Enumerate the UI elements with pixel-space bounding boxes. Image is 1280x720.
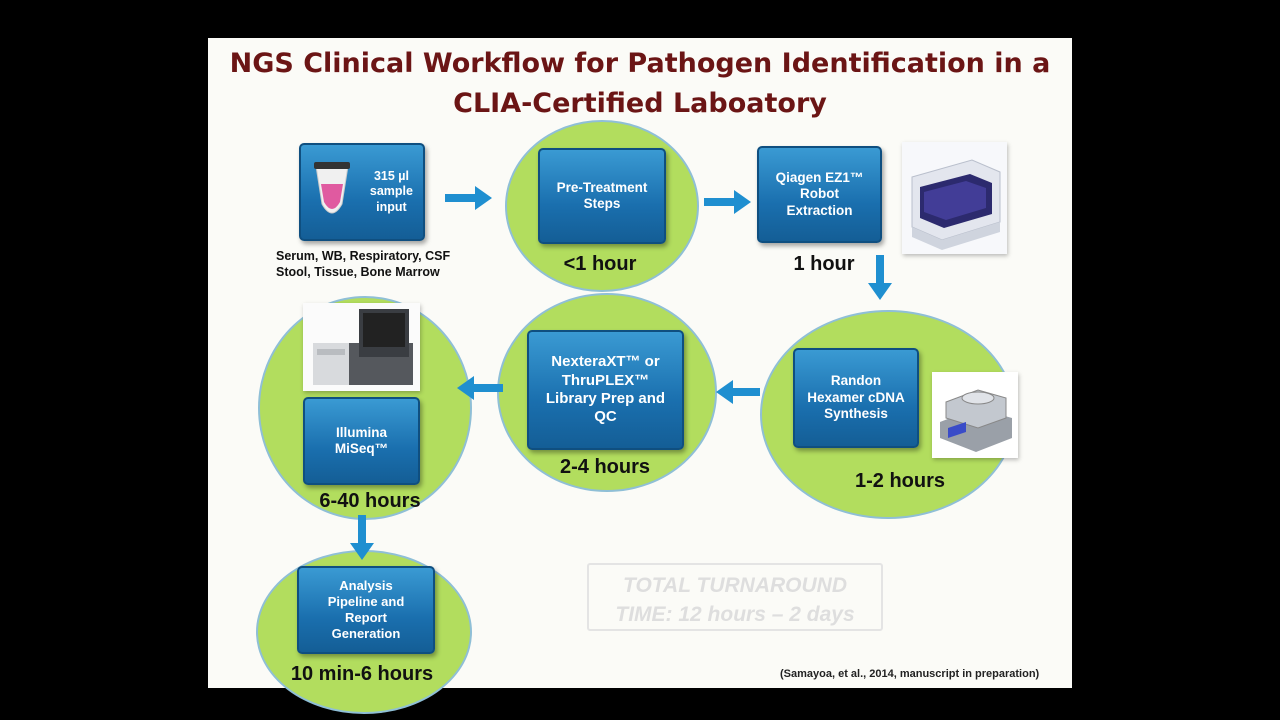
step-box-library-prep: NexteraXT™ or ThruPLEX™ Library Prep and…: [527, 330, 684, 450]
step-time-library-prep: 2-4 hours: [559, 456, 651, 478]
miseq-sequencer-image: [303, 303, 420, 391]
miseq-sequencer-graphic: [303, 303, 420, 391]
arrow-left-2: [457, 376, 503, 400]
step-box-analysis: Analysis Pipeline and Report Generation: [297, 566, 435, 654]
thermal-cycler-graphic: [932, 372, 1018, 458]
turnaround-line-1: TOTAL TURNAROUND: [623, 574, 847, 597]
extraction-robot-image: [902, 142, 1007, 254]
arrow-down-2: [350, 515, 374, 560]
step-time-miseq: 6-40 hours: [319, 490, 421, 512]
step-label-analysis: Analysis Pipeline and Report Generation: [327, 578, 405, 641]
slide-title-line-1: NGS Clinical Workflow for Pathogen Ident…: [229, 48, 1051, 79]
step-label-extraction: Qiagen EZ1™ Robot Extraction: [775, 169, 864, 218]
step-time-extraction: 1 hour: [793, 253, 855, 275]
step-label-pretreatment: Pre-Treatment Steps: [556, 179, 648, 211]
step-box-cdna-synthesis: Randon Hexamer cDNA Synthesis: [793, 348, 919, 448]
sample-tube-icon: [314, 162, 350, 214]
citation: (Samayoa, et al., 2014, manuscript in pr…: [780, 668, 1040, 680]
step-time-pretreatment: <1 hour: [563, 253, 637, 275]
arrow-left-1: [716, 380, 760, 404]
step-label-cdna-synthesis: Randon Hexamer cDNA Synthesis: [807, 373, 905, 422]
slide-title-line-2: CLIA-Certified Laboatory: [453, 88, 827, 119]
step-box-extraction: Qiagen EZ1™ Robot Extraction: [757, 146, 882, 243]
step-label-sample-input: 315 µl sample input: [369, 169, 413, 214]
total-turnaround-box: TOTAL TURNAROUND TIME: 12 hours – 2 days: [587, 563, 883, 631]
step-label-library-prep: NexteraXT™ or ThruPLEX™ Library Prep and…: [545, 353, 666, 426]
step-time-cdna-synthesis: 1-2 hours: [854, 470, 946, 492]
arrow-down-1: [868, 255, 892, 300]
step-box-miseq: Illumina MiSeq™: [303, 397, 420, 485]
step-time-analysis: 10 min-6 hours: [290, 663, 434, 685]
turnaround-line-2: TIME: 12 hours – 2 days: [615, 603, 855, 627]
step-box-pretreatment: Pre-Treatment Steps: [538, 148, 666, 244]
thermal-cycler-image: [932, 372, 1018, 458]
step-label-miseq: Illumina MiSeq™: [334, 424, 389, 456]
arrow-right-1: [445, 186, 492, 210]
arrow-right-2: [704, 190, 751, 214]
extraction-robot-graphic: [902, 142, 1007, 254]
sample-types-note: Serum, WB, Respiratory, CSF Stool, Tissu…: [276, 249, 451, 280]
